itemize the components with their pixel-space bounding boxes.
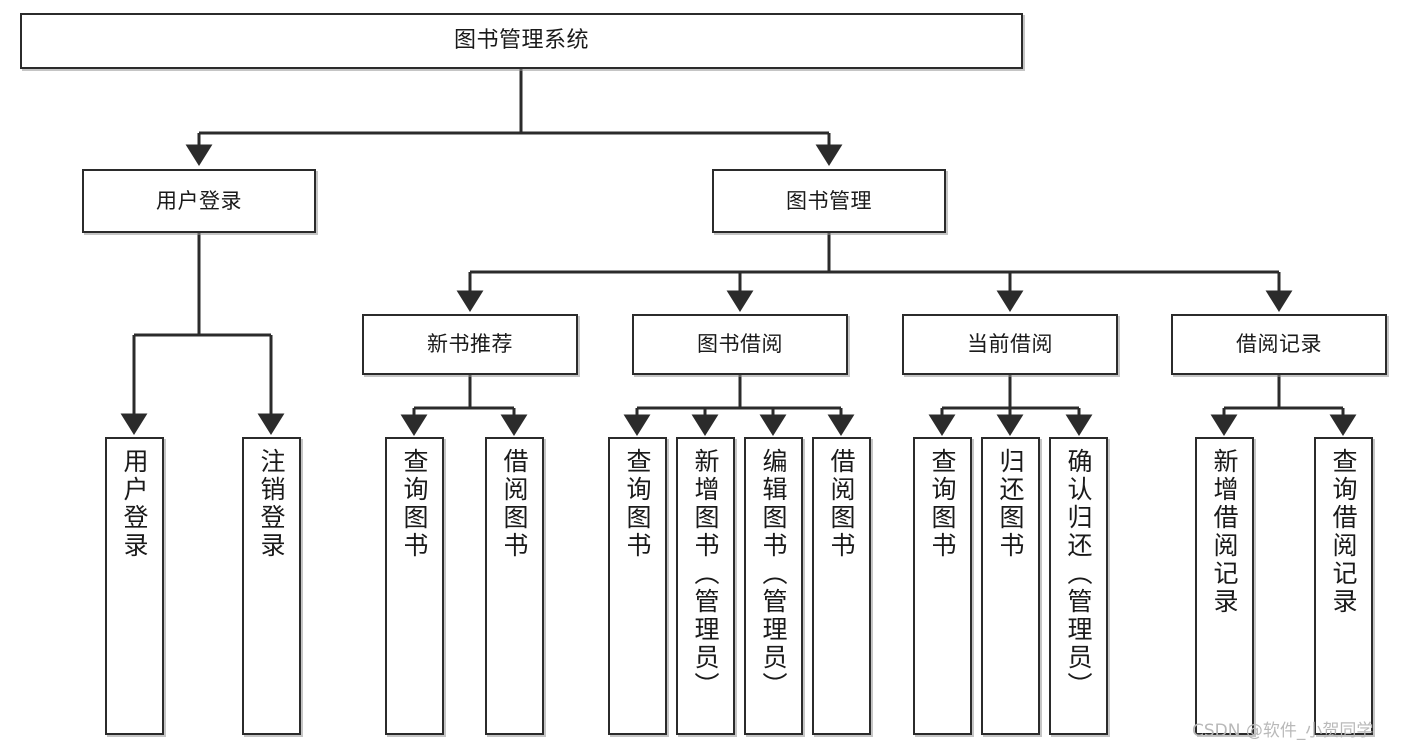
leaf-query-borrow-record[interactable]: 查询借阅记录	[1314, 437, 1373, 735]
node-label: 借阅图书	[827, 448, 856, 560]
node-label: 新增借阅记录	[1210, 448, 1239, 616]
node-borrow-record[interactable]: 借阅记录	[1171, 314, 1387, 375]
node-label: 借阅记录	[1236, 332, 1322, 357]
node-label: 图书管理	[786, 188, 872, 213]
watermark-csdn: CSDN @软件_小贺同学	[1192, 721, 1374, 741]
node-label: 确认归还（管理员）	[1064, 448, 1093, 700]
leaf-user-login[interactable]: 用户登录	[105, 437, 164, 735]
node-label: 图书借阅	[697, 332, 783, 357]
node-label: 用户登录	[156, 188, 242, 213]
node-user-login[interactable]: 用户登录	[82, 169, 316, 233]
node-label: 注销登录	[257, 448, 286, 560]
node-label: 当前借阅	[967, 332, 1053, 357]
leaf-return-book[interactable]: 归还图书	[981, 437, 1040, 735]
node-label: 新书推荐	[427, 332, 513, 357]
node-book-borrow[interactable]: 图书借阅	[632, 314, 848, 375]
node-label: 查询图书	[623, 448, 652, 560]
leaf-logout-login[interactable]: 注销登录	[242, 437, 301, 735]
node-label: 图书管理系统	[453, 28, 589, 54]
node-label: 查询图书	[928, 448, 957, 560]
leaf-add-book[interactable]: 新增图书（管理员）	[676, 437, 735, 735]
node-book-manage[interactable]: 图书管理	[712, 169, 946, 233]
node-label: 借阅图书	[500, 448, 529, 560]
leaf-query-book-borrow[interactable]: 查询图书	[608, 437, 667, 735]
node-label: 新增图书（管理员）	[691, 448, 720, 700]
node-label: 用户登录	[120, 448, 149, 560]
leaf-confirm-return[interactable]: 确认归还（管理员）	[1049, 437, 1108, 735]
leaf-query-book-current[interactable]: 查询图书	[913, 437, 972, 735]
node-new-book-recommend[interactable]: 新书推荐	[362, 314, 578, 375]
node-label: 归还图书	[996, 448, 1025, 560]
node-label: 查询借阅记录	[1329, 448, 1358, 616]
node-label: 查询图书	[400, 448, 429, 560]
node-label: 编辑图书（管理员）	[759, 448, 788, 700]
leaf-borrow-book-recommend[interactable]: 借阅图书	[485, 437, 544, 735]
leaf-edit-book[interactable]: 编辑图书（管理员）	[744, 437, 803, 735]
leaf-query-book-recommend[interactable]: 查询图书	[385, 437, 444, 735]
node-current-borrow[interactable]: 当前借阅	[902, 314, 1118, 375]
node-root-system[interactable]: 图书管理系统	[20, 13, 1023, 69]
leaf-borrow-book[interactable]: 借阅图书	[812, 437, 871, 735]
leaf-add-borrow-record[interactable]: 新增借阅记录	[1195, 437, 1254, 735]
